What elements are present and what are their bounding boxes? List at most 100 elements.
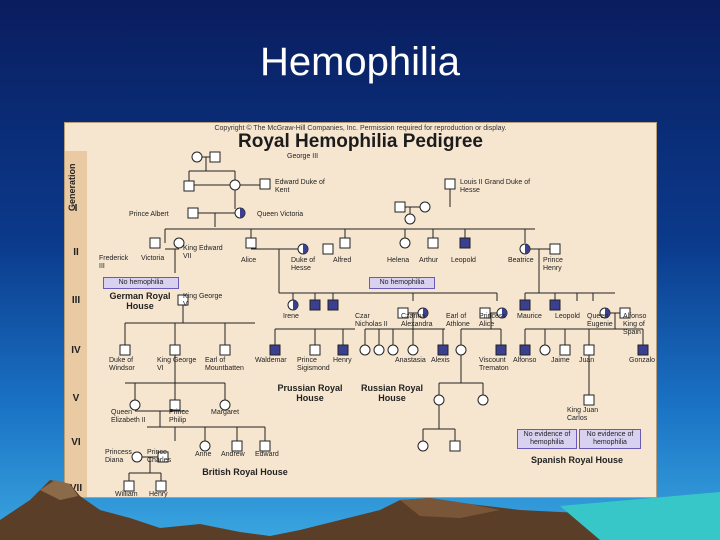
label-george-vi: King George VI: [157, 357, 197, 372]
male-symbol: [183, 180, 195, 192]
affected-male-symbol: [309, 299, 321, 311]
charles-symbol: [157, 451, 169, 463]
george-iii-symbol: [209, 151, 221, 163]
male-symbol: [394, 201, 406, 213]
anne-symbol: [199, 440, 211, 452]
note-no-hemophilia-2: No hemophilia: [369, 277, 435, 289]
duke-windsor-symbol: [119, 344, 131, 356]
label-edward2: Edward: [255, 451, 279, 458]
individual-symbols: [119, 151, 649, 492]
edward2-symbol: [259, 440, 271, 452]
alfonso-king-symbol: [619, 307, 631, 319]
label-earl-mountbatten: Earl of Mountbatten: [205, 357, 244, 372]
label-margaret: Margaret: [211, 409, 240, 416]
house-prussian: Prussian Royal House: [277, 383, 343, 403]
label-alfonso: Alfonso: [513, 357, 537, 364]
alexis-symbol: [437, 344, 449, 356]
female-symbol: [229, 179, 241, 191]
label-henry2: Henry: [149, 491, 168, 498]
label-andrew: Andrew: [221, 451, 245, 458]
george-v-symbol: [177, 294, 189, 306]
female-unknown-symbol: [417, 440, 429, 452]
diana-symbol: [131, 451, 143, 463]
label-edward: Edward Duke of Kent: [275, 179, 325, 194]
waldemar-symbol: [269, 344, 281, 356]
label-leopold: Leopold: [451, 257, 476, 264]
female-symbol: [404, 213, 416, 225]
label-prince-henry: Prince Henry: [543, 257, 563, 272]
viscount-symbol: [495, 344, 507, 356]
label-henry: Henry: [333, 357, 352, 364]
edward-symbol: [259, 178, 271, 190]
label-queen-eugenie: Queen Eugenie: [587, 313, 613, 328]
label-alfred: Alfred: [333, 257, 352, 264]
label-duke-windsor: Duke of Windsor: [109, 357, 135, 372]
label-duke-hesse: Duke of Hesse: [291, 257, 316, 272]
carrier-half: [423, 308, 428, 318]
affected-male-symbol: [327, 299, 339, 311]
helena-symbol: [399, 237, 411, 249]
prince-albert-symbol: [187, 207, 199, 219]
label-charles: Prince Charles: [147, 449, 172, 464]
prince-henry-symbol: [549, 243, 561, 255]
label-diana: Princess Diana: [105, 449, 132, 464]
label-george-v: King George V: [183, 293, 223, 308]
note-no-evidence-2: No evidence of hemophilia: [579, 429, 641, 449]
label-queen-elizabeth: Queen Elizabeth II: [111, 409, 146, 424]
label-louis-ii: Louis II Grand Duke of Hesse: [460, 179, 531, 194]
female-unknown-symbol: [477, 394, 489, 406]
label-frederick-iii: Frederick III: [99, 255, 129, 270]
label-william: William: [115, 491, 138, 498]
earl-athlone-symbol: [479, 307, 491, 319]
label-alexis: Alexis: [431, 357, 450, 364]
female-symbol: [359, 344, 371, 356]
pedigree-title: Royal Hemophilia Pedigree: [238, 131, 483, 152]
label-viscount: Viscount Trematon: [479, 357, 509, 372]
generation-label-v: V: [72, 393, 80, 404]
female-symbol: [387, 344, 399, 356]
label-anastasia: Anastasia: [395, 357, 426, 364]
gonzalo-symbol: [637, 344, 649, 356]
frederick-iii-symbol: [149, 237, 161, 249]
george-vi-symbol: [169, 344, 181, 356]
label-sigismond: Prince Sigismond: [297, 357, 330, 372]
prince-philip-symbol: [169, 399, 181, 411]
alfonso-symbol: [519, 344, 531, 356]
label-maurice: Maurice: [517, 313, 542, 320]
pedigree-chart: Copyright © The McGraw-Hill Companies, I…: [64, 122, 657, 498]
leopold2-symbol: [549, 299, 561, 311]
leopold-symbol: [459, 237, 471, 249]
margaret-symbol: [219, 399, 231, 411]
carrier-half: [293, 300, 298, 310]
carrier-half: [303, 244, 308, 254]
note-no-evidence-1: No evidence of hemophilia: [517, 429, 577, 449]
terrain-decoration: [0, 480, 720, 540]
generation-label-vii: VII: [69, 483, 83, 494]
carrier-half: [502, 308, 507, 318]
note-no-hemophilia-1: No hemophilia: [103, 277, 179, 289]
czar-symbol: [397, 307, 409, 319]
label-george-iii: George III: [287, 153, 319, 160]
victoria-symbol: [173, 237, 185, 249]
label-waldemar: Waldemar: [255, 357, 287, 364]
slide-title: Hemophilia: [259, 40, 461, 84]
female-symbol: [373, 344, 385, 356]
label-gonzalo: Gonzalo: [629, 357, 656, 364]
house-british: British Royal House: [202, 467, 288, 477]
label-earl-athlone: Earl of Athlone: [446, 313, 470, 328]
label-princess-alice: Princess Alice: [479, 313, 506, 328]
house-spanish: Spanish Royal House: [530, 455, 624, 465]
label-czar: Czar Nicholas II: [355, 313, 388, 328]
pedigree-lines: [119, 151, 649, 492]
label-beatrice: Beatrice: [508, 257, 534, 264]
henry2-symbol: [155, 480, 167, 492]
louis-ii-symbol: [444, 178, 456, 190]
maurice-symbol: [519, 299, 531, 311]
queen-elizabeth-symbol: [129, 399, 141, 411]
juan-symbol: [583, 344, 595, 356]
sigismond-symbol: [309, 344, 321, 356]
female-symbol: [419, 201, 431, 213]
label-victoria: Victoria: [141, 255, 165, 262]
label-helena: Helena: [387, 257, 410, 264]
label-leopold2: Leopold: [555, 313, 580, 320]
